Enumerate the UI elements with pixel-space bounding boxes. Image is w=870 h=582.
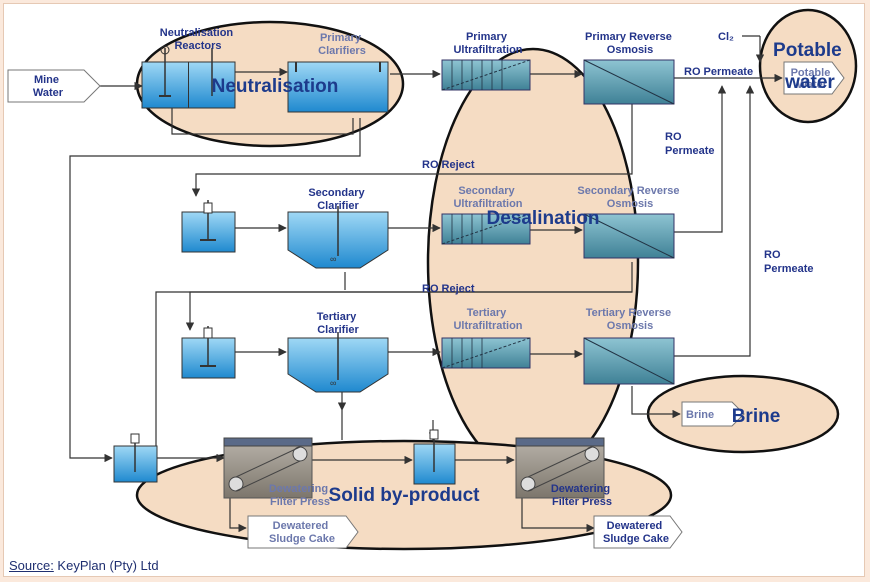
dewatering-feed-tank-1 — [113, 433, 158, 483]
tertiary-ro-unit — [583, 337, 675, 385]
secondary-clarifier: ∞ — [287, 206, 389, 269]
sludge-cake-2-label: Dewatered Sludge Cake — [603, 520, 669, 545]
tertiary-mixing-tank — [181, 326, 236, 379]
source-prefix: Source: — [9, 558, 54, 573]
dewatering-press-1-label: Dewatering Filter Press — [269, 483, 331, 508]
primary-clarifier — [287, 61, 389, 113]
primary-ultrafiltration-unit — [441, 59, 531, 91]
potable-water-overlay-label: Potable water — [773, 40, 847, 93]
neutralisation-reactor — [141, 45, 236, 109]
secondary-clarifier-label: Secondary Clarifier — [308, 187, 367, 212]
ro-permeate-mid-label: RO Permeate — [665, 131, 715, 157]
sludge-cake-1-label: Dewatered Sludge Cake — [269, 520, 335, 545]
dewatering-filter-press-2 — [515, 437, 605, 499]
primary-ro-unit — [583, 59, 675, 105]
source-text: KeyPlan (Pty) Ltd — [53, 558, 159, 573]
tertiary-ro-label: Tertiary Reverse Osmosis — [586, 307, 674, 332]
mine-water-label: Mine Water — [33, 74, 64, 99]
brine-overlay-label: Brine — [732, 406, 781, 427]
potable-water-box-label: Potable Water — [791, 67, 834, 91]
brine-box — [681, 401, 745, 427]
flow-lines — [69, 35, 783, 533]
svg-text:∞: ∞ — [330, 254, 336, 264]
tertiary-ultrafiltration-unit — [441, 337, 531, 369]
secondary-ultrafiltration-label: Secondary Ultrafiltration — [453, 185, 522, 210]
primary-clarifiers-label: Primary Clarifiers — [318, 32, 366, 57]
desalination-ellipse — [426, 47, 640, 477]
brine-box-label: Brine — [686, 409, 714, 421]
ro-permeate-right-label: RO Permeate — [764, 249, 814, 275]
cl2-label: Cl₂ — [718, 31, 734, 43]
primary-ro-label: Primary Reverse Osmosis — [585, 31, 675, 56]
dewatering-press-2-label: Dewatering Filter Press — [551, 483, 613, 508]
svg-text:∞: ∞ — [330, 378, 336, 388]
tertiary-ultrafiltration-label: Tertiary Ultrafiltration — [453, 307, 522, 332]
secondary-ro-label: Secondary Reverse Osmosis — [577, 185, 682, 210]
source-credit: Source: KeyPlan (Pty) Ltd — [9, 558, 159, 573]
secondary-ultrafiltration-unit — [441, 213, 531, 245]
dewatering-filter-press-1 — [223, 437, 313, 499]
potable-water-box — [783, 61, 845, 95]
solid-byproduct-overlay-label: Solid by-product — [329, 485, 481, 506]
ro-permeate-top-label: RO Permeate — [684, 66, 753, 78]
tertiary-clarifier: ∞ — [287, 332, 389, 393]
neutralisation-overlay-label: Neutralisation — [212, 76, 339, 97]
neutralisation-reactors-label: Neutralisation Reactors — [160, 27, 236, 52]
sludge-cake-box-1 — [247, 515, 359, 549]
tertiary-clarifier-label: Tertiary Clarifier — [317, 311, 360, 336]
desalination-overlay-label: Desalination — [487, 208, 600, 229]
sludge-cake-box-2 — [593, 515, 683, 549]
dewatering-feed-tank-2 — [413, 429, 456, 485]
secondary-ro-unit — [583, 213, 675, 259]
mine-water-input — [7, 69, 101, 103]
ro-reject-1-label: RO Reject — [422, 159, 475, 171]
secondary-mixing-tank — [181, 200, 236, 253]
ro-reject-2-label: RO Reject — [422, 283, 475, 295]
primary-ultrafiltration-label: Primary Ultrafiltration — [453, 31, 522, 56]
